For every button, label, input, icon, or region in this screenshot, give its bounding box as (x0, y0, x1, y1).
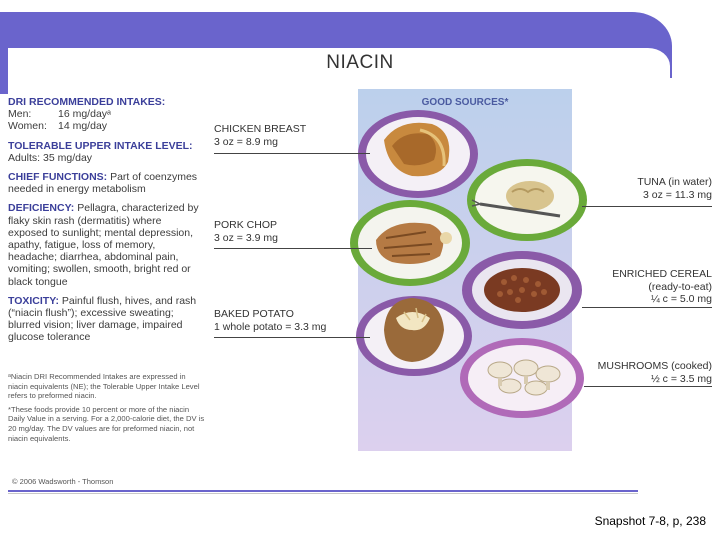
pork-name: PORK CHOP (214, 219, 278, 231)
bottom-rule (8, 490, 638, 492)
slide-caption: Snapshot 7-8, p, 238 (594, 514, 706, 528)
footnotes: ᵃNiacin DRI Recommended Intakes are expr… (8, 372, 206, 443)
footnote-b: *These foods provide 10 percent or more … (8, 404, 205, 443)
deficiency-heading: DEFICIENCY: (8, 202, 75, 215)
toxicity-heading: TOXICITY: (8, 294, 59, 307)
deficiency-text: Pellagra, characterized by flaky skin ra… (8, 202, 199, 288)
header-band-lip (8, 48, 670, 84)
toxicity-text: Painful flush, hives, and rash (“niacin … (8, 294, 197, 344)
men-value: 16 mg/dayᵃ (58, 108, 111, 121)
mushrooms-leader-line (584, 386, 712, 387)
dri-section: DRI RECOMMENDED INTAKES: Men: 16 mg/dayᵃ… (8, 96, 204, 133)
ul-text: Adults: 35 mg/day (8, 151, 93, 164)
chicken-name: CHICKEN BREAST (214, 123, 307, 135)
chicken-amount: 3 oz = 8.9 mg (214, 135, 278, 148)
toxicity-section: TOXICITY: Painful flush, hives, and rash… (8, 295, 204, 344)
cereal-name: ENRICHED CEREAL (612, 268, 712, 280)
tuna-name: TUNA (in water) (637, 176, 712, 188)
women-value: 14 mg/day (58, 120, 108, 133)
panel-title: GOOD SOURCES* (421, 97, 509, 108)
tuna-amount: 3 oz = 11.3 mg (643, 188, 712, 201)
cereal-line2: (ready-to-eat) (648, 280, 712, 293)
dri-women-row: Women: 14 mg/day (8, 120, 204, 132)
potato-leader-line (214, 337, 370, 338)
women-label: Women: (8, 120, 47, 133)
pork-leader-line (214, 248, 372, 249)
potato-label: BAKED POTATO 1 whole potato = 3.3 mg (214, 308, 326, 333)
potato-amount: 1 whole potato = 3.3 mg (214, 320, 327, 333)
mushroom-plate-image (460, 338, 584, 418)
footnote-a: ᵃNiacin DRI Recommended Intakes are expr… (8, 372, 200, 401)
pork-amount: 3 oz = 3.9 mg (214, 231, 278, 244)
mushrooms-amount: ½ c = 3.5 mg (651, 372, 712, 385)
dri-heading: DRI RECOMMENDED INTAKES: (8, 96, 166, 108)
page-title: NIACIN (326, 52, 394, 73)
chicken-leader-line (214, 153, 370, 154)
cereal-label: ENRICHED CEREAL (ready-to-eat) ¼ c = 5.0… (612, 268, 712, 306)
cereal-amount: ¼ c = 5.0 mg (651, 293, 712, 305)
men-label: Men: (8, 108, 32, 121)
cereal-plate-image (462, 251, 582, 329)
functions-heading: CHIEF FUNCTIONS: (8, 171, 108, 184)
chicken-plate-image (358, 110, 478, 198)
tuna-plate-image (467, 159, 587, 241)
mushrooms-label: MUSHROOMS (cooked) ½ c = 3.5 mg (598, 360, 712, 385)
nutrient-facts: DRI RECOMMENDED INTAKES: Men: 16 mg/dayᵃ… (8, 96, 204, 351)
potato-plate-image (356, 296, 472, 376)
deficiency-section: DEFICIENCY: Pellagra, characterized by f… (8, 202, 204, 287)
pork-plate-image (350, 200, 470, 286)
mushrooms-name: MUSHROOMS (cooked) (597, 360, 712, 372)
ul-section: TOLERABLE UPPER INTAKE LEVEL: Adults: 35… (8, 140, 204, 164)
functions-text: Part of coenzymes needed in energy metab… (8, 171, 198, 196)
cereal-leader-line (582, 307, 712, 308)
ul-heading: TOLERABLE UPPER INTAKE LEVEL: (8, 139, 193, 152)
header-band-edge (0, 48, 8, 94)
functions-section: CHIEF FUNCTIONS: Part of coenzymes neede… (8, 171, 204, 195)
copyright: © 2006 Wadsworth - Thomson (12, 477, 114, 486)
pork-label: PORK CHOP 3 oz = 3.9 mg (214, 219, 278, 244)
bottom-rule-shadow (8, 493, 638, 494)
tuna-label: TUNA (in water) 3 oz = 11.3 mg (637, 176, 712, 201)
chicken-label: CHICKEN BREAST 3 oz = 8.9 mg (214, 123, 306, 148)
dri-men-row: Men: 16 mg/dayᵃ (8, 108, 204, 120)
tuna-leader-line (582, 206, 712, 207)
potato-name: BAKED POTATO (214, 308, 294, 320)
